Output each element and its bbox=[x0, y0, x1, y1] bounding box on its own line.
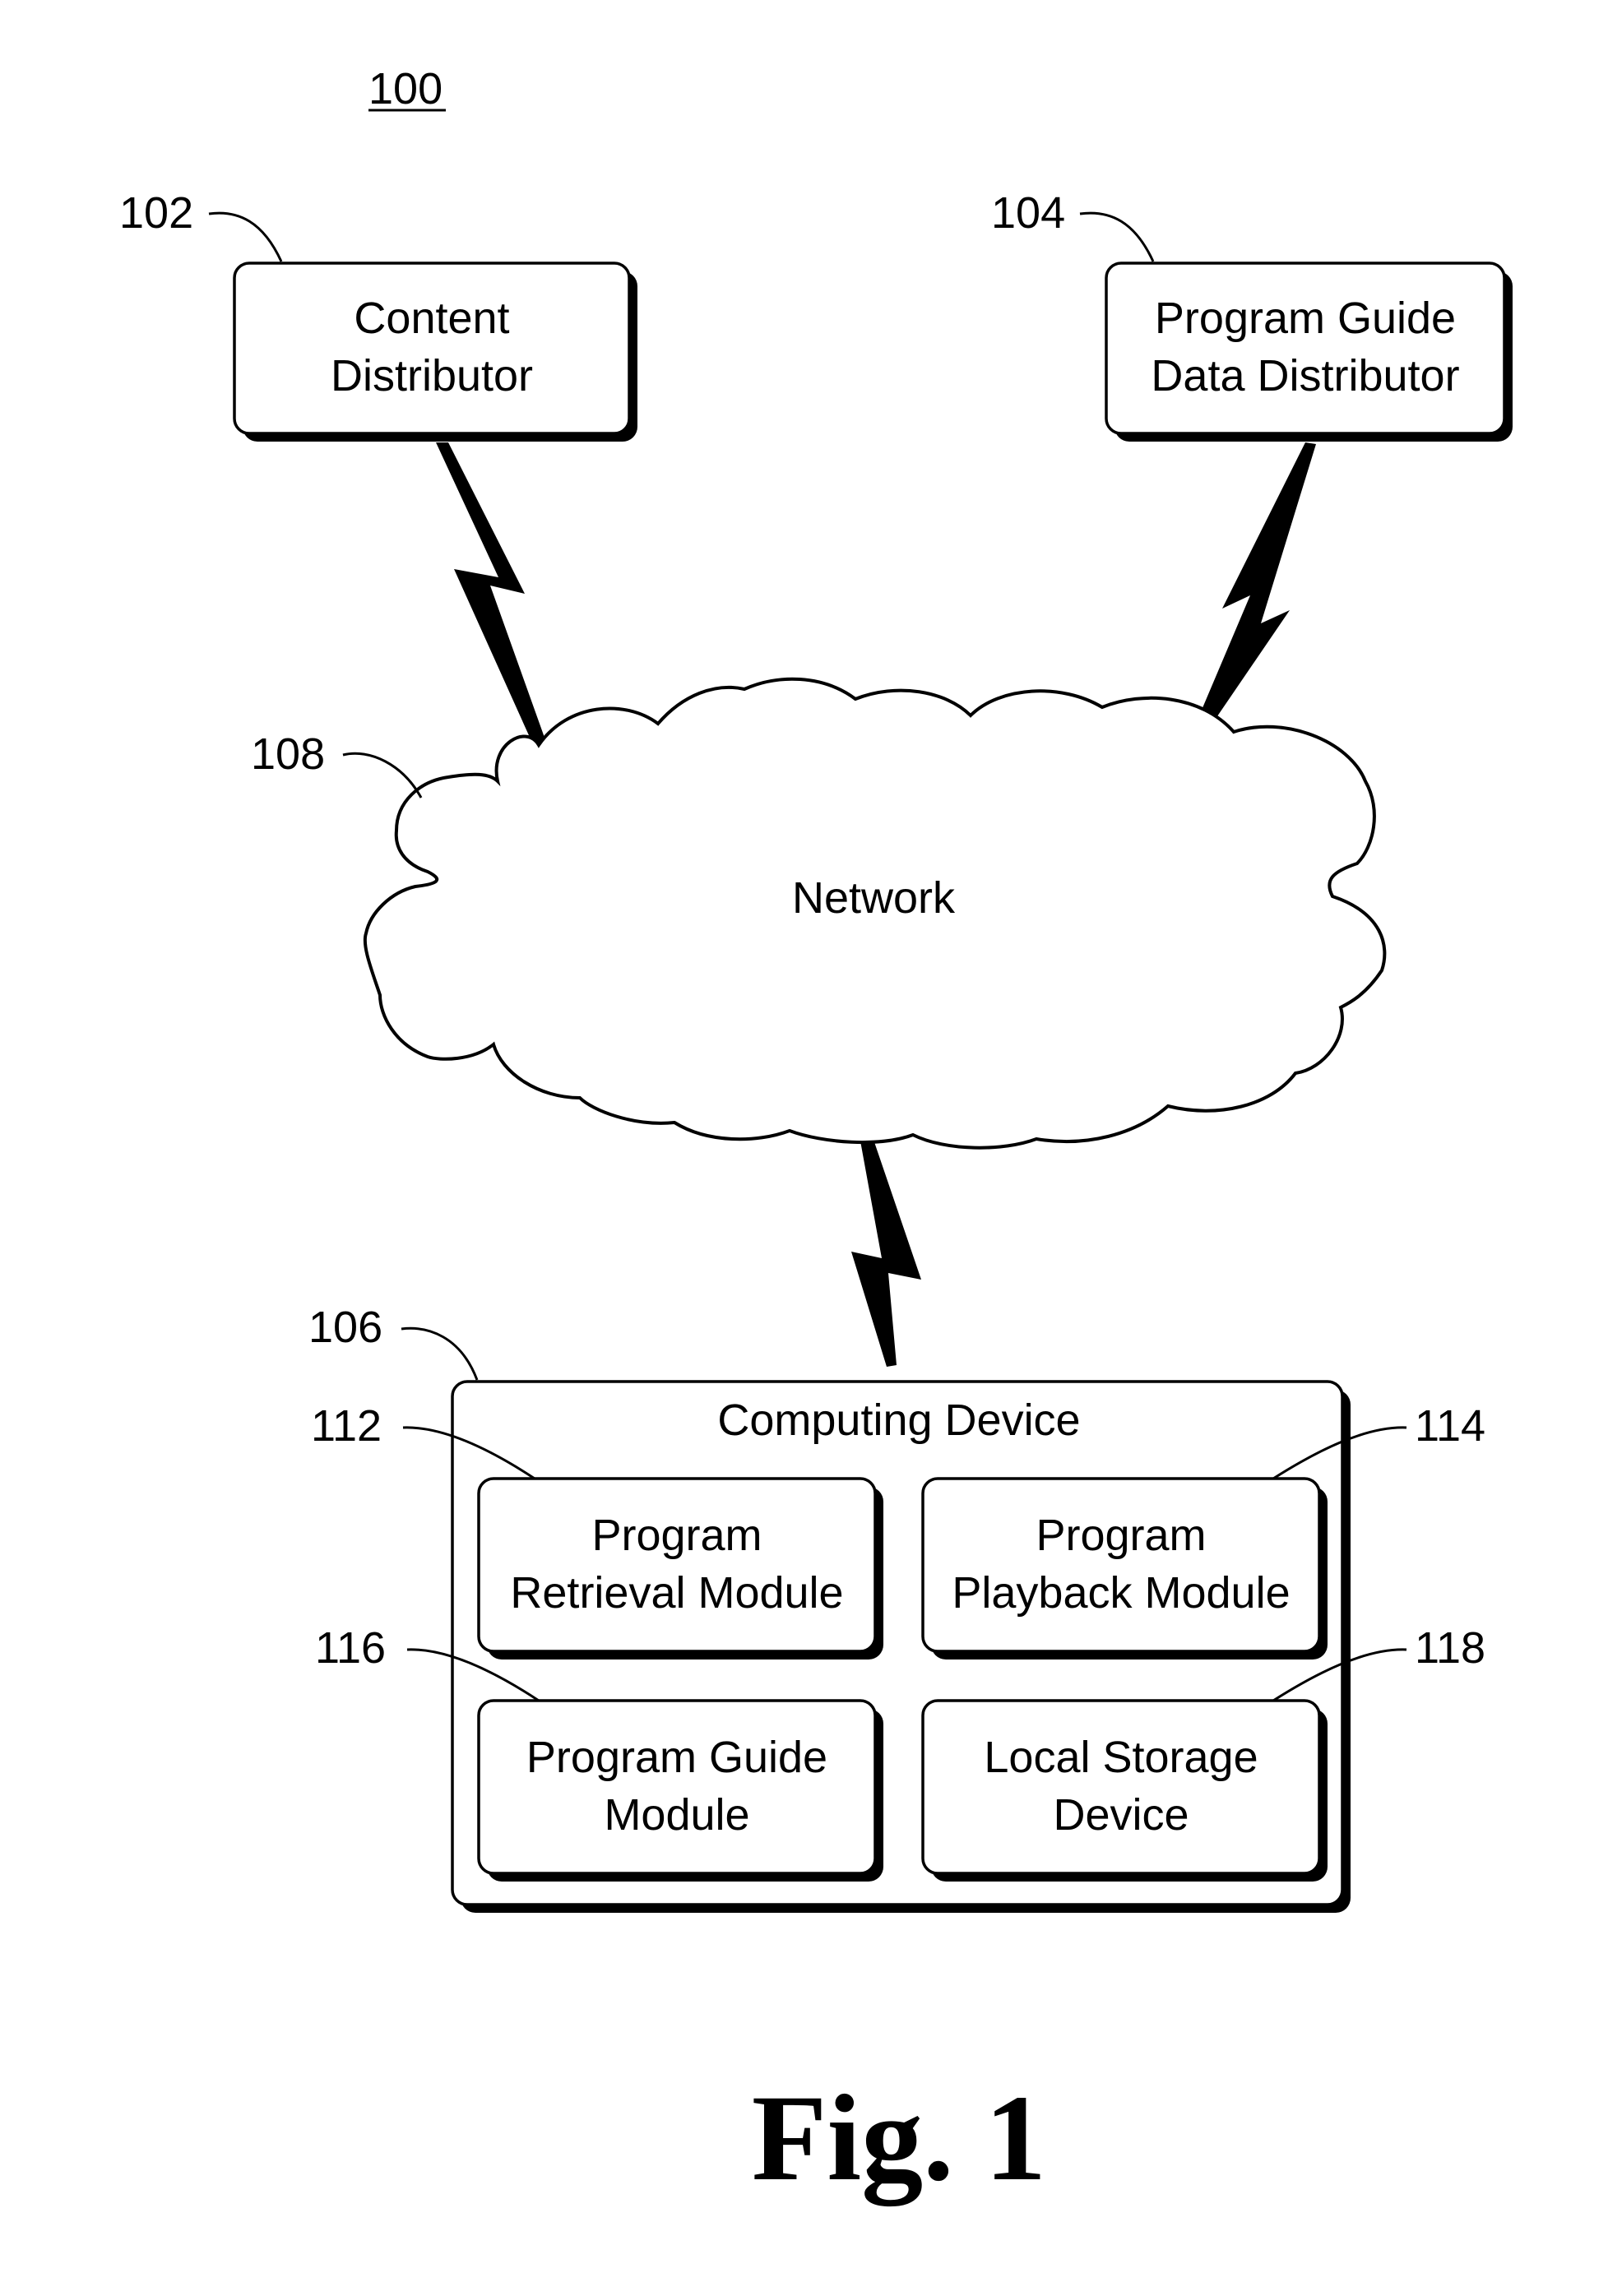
content-distributor-ref: 102 bbox=[119, 188, 193, 238]
program-playback-module-box: Program Playback Module bbox=[923, 1479, 1328, 1660]
program-guide-data-distributor-line1: Program Guide bbox=[1155, 294, 1456, 343]
program-playback-module-ref: 114 bbox=[1415, 1401, 1485, 1451]
local-storage-device-line2: Device bbox=[1053, 1790, 1189, 1840]
program-retrieval-module-box: Program Retrieval Module bbox=[479, 1479, 883, 1660]
program-retrieval-module-line1: Program bbox=[591, 1511, 762, 1560]
wireless-link-network-to-device bbox=[851, 1135, 921, 1367]
program-guide-module-box: Program Guide Module bbox=[479, 1701, 883, 1882]
network-leader bbox=[343, 753, 421, 798]
local-storage-device-box: Local Storage Device bbox=[923, 1701, 1328, 1882]
program-playback-module-line2: Playback Module bbox=[952, 1568, 1290, 1618]
program-guide-module-line1: Program Guide bbox=[526, 1733, 827, 1782]
program-guide-module-line2: Module bbox=[604, 1790, 749, 1840]
program-guide-data-distributor-ref: 104 bbox=[991, 188, 1065, 238]
figure-ref-number: 100 bbox=[368, 64, 443, 113]
content-distributor-leader bbox=[209, 213, 281, 262]
computing-device-ref: 106 bbox=[308, 1303, 382, 1352]
computing-device-label: Computing Device bbox=[717, 1396, 1080, 1445]
program-guide-data-distributor-leader bbox=[1080, 213, 1153, 262]
content-distributor-line1: Content bbox=[354, 294, 509, 343]
computing-device-leader bbox=[401, 1328, 477, 1380]
figure-caption: Fig. 1 bbox=[752, 2070, 1046, 2206]
program-guide-module-ref: 116 bbox=[315, 1623, 386, 1673]
program-retrieval-module-ref: 112 bbox=[311, 1401, 382, 1451]
program-retrieval-module-line2: Retrieval Module bbox=[510, 1568, 843, 1618]
program-guide-data-distributor-line2: Data Distributor bbox=[1151, 351, 1459, 400]
network-cloud: Network bbox=[365, 679, 1385, 1148]
program-guide-data-distributor-box: Program Guide Data Distributor bbox=[1106, 263, 1513, 442]
local-storage-device-line1: Local Storage bbox=[984, 1733, 1258, 1782]
program-playback-module-line1: Program bbox=[1036, 1511, 1206, 1560]
content-distributor-line2: Distributor bbox=[331, 351, 533, 400]
wireless-link-guide-to-network bbox=[1186, 442, 1316, 750]
network-ref: 108 bbox=[251, 729, 325, 779]
network-label: Network bbox=[792, 873, 956, 923]
content-distributor-box: Content Distributor bbox=[234, 263, 637, 442]
local-storage-device-ref: 118 bbox=[1415, 1623, 1485, 1673]
wireless-link-content-to-network bbox=[436, 442, 548, 750]
